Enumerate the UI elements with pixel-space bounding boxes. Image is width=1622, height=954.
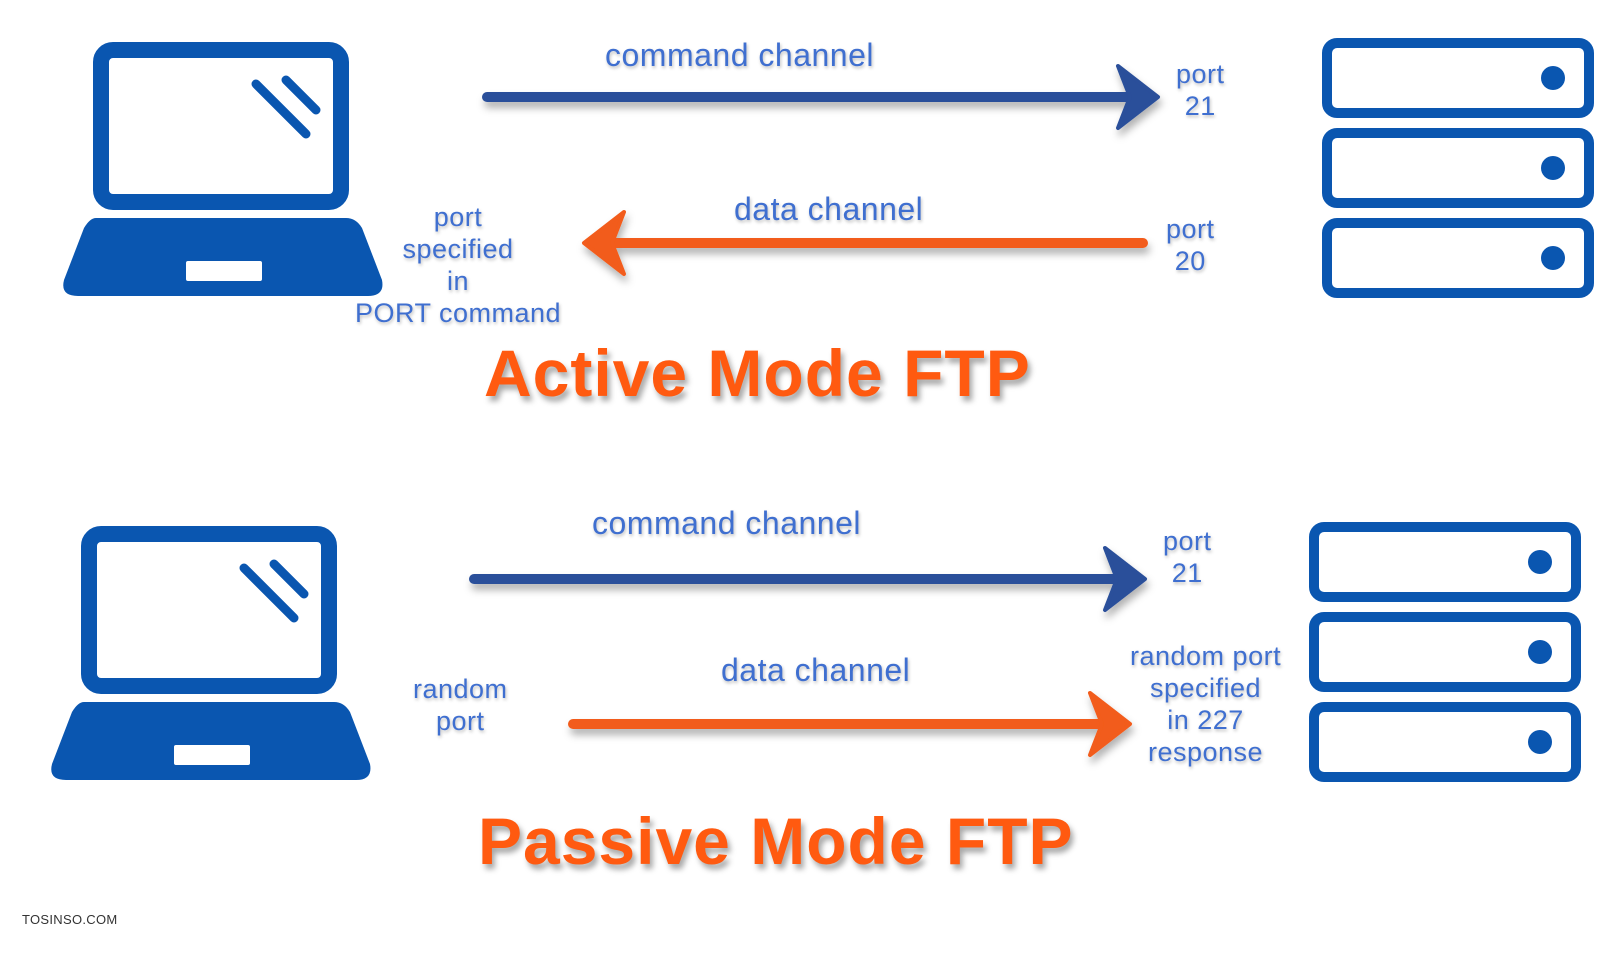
laptop-icon	[63, 42, 383, 296]
server-stack-icon	[1322, 38, 1594, 298]
server-stack-icon	[1309, 522, 1581, 782]
command-channel-label: command channel	[605, 37, 874, 73]
active-mode-title: Active Mode FTP	[484, 336, 1031, 410]
client-data-port-label: port specified in PORT command	[355, 202, 562, 328]
data-channel-label: data channel	[734, 191, 924, 227]
laptop-icon	[51, 526, 371, 780]
client-data-port-label: random port	[413, 674, 508, 736]
server-command-port-label: port 21	[1163, 526, 1212, 588]
server-data-port-label: random port specified in 227 response	[1130, 641, 1282, 767]
data-channel-label: data channel	[721, 652, 911, 688]
active-mode-section: command channel data channel port 21 por…	[0, 0, 1622, 470]
passive-mode-section: command channel data channel port 21 ran…	[0, 484, 1622, 954]
command-channel-label: command channel	[592, 505, 861, 541]
command-channel-arrow	[469, 546, 1147, 612]
passive-mode-diagram	[51, 522, 1581, 782]
data-channel-arrow	[568, 691, 1132, 757]
watermark: TOSINSO.COM	[22, 912, 118, 927]
server-data-port-label: port 20	[1166, 214, 1215, 276]
passive-mode-title: Passive Mode FTP	[478, 804, 1074, 878]
active-mode-diagram	[63, 38, 1594, 298]
command-channel-arrow	[482, 64, 1160, 130]
server-command-port-label: port 21	[1176, 59, 1225, 121]
data-channel-arrow	[582, 210, 1148, 276]
